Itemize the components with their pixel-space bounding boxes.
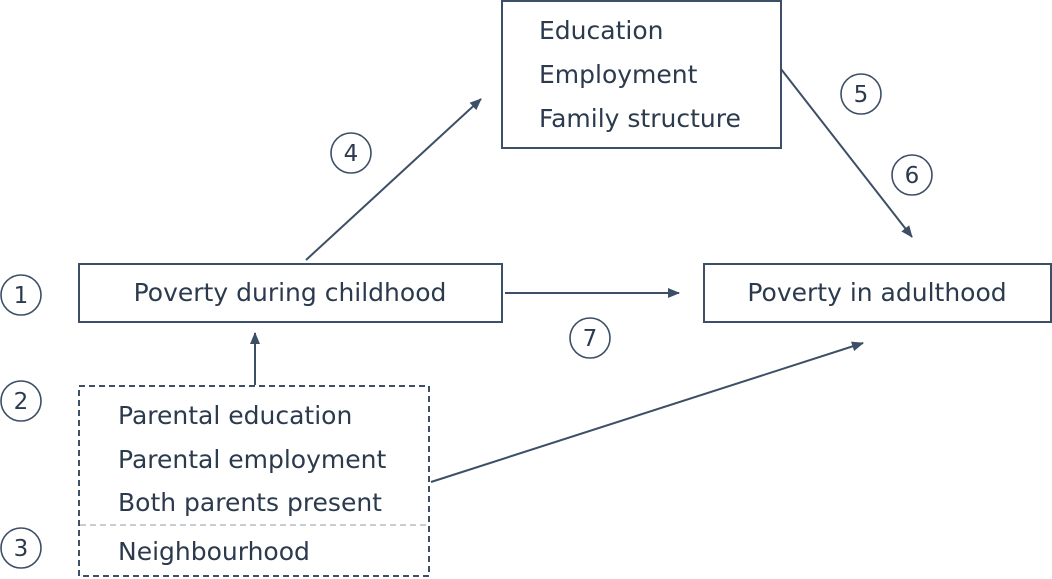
adult-poverty-box: Poverty in adulthood (703, 263, 1052, 323)
mediator-education: Education (539, 16, 663, 45)
arrows (250, 68, 913, 483)
svg-text:6: 6 (905, 163, 920, 189)
arrow-childhood-to-mediators (305, 98, 482, 261)
arrow-background-to-adulthood (430, 341, 864, 483)
svg-text:4: 4 (344, 141, 359, 167)
mediator-family-structure: Family structure (539, 104, 741, 133)
background-factors-box: Parental education Parental employment B… (78, 385, 430, 577)
background-parental-employment: Parental employment (118, 445, 386, 474)
background-parental-education: Parental education (118, 401, 352, 430)
marker-3: 3 (0, 527, 42, 569)
childhood-poverty-label: Poverty during childhood (134, 278, 447, 307)
arrow-mediators-to-adulthood (780, 68, 913, 238)
mediators-box: Education Employment Family structure (501, 0, 782, 149)
marker-4: 4 (330, 132, 372, 174)
childhood-poverty-box: Poverty during childhood (78, 263, 503, 323)
background-neighbourhood: Neighbourhood (118, 537, 310, 566)
svg-text:7: 7 (583, 326, 598, 352)
svg-text:1: 1 (14, 283, 29, 309)
marker-7: 7 (569, 317, 611, 359)
mediator-employment: Employment (539, 60, 698, 89)
marker-2: 2 (0, 380, 42, 422)
svg-text:5: 5 (854, 82, 869, 108)
svg-text:2: 2 (14, 389, 29, 415)
svg-text:3: 3 (14, 536, 29, 562)
marker-1: 1 (0, 274, 42, 316)
background-both-parents-present: Both parents present (118, 488, 382, 517)
marker-5: 5 (840, 73, 882, 115)
adult-poverty-label: Poverty in adulthood (747, 278, 1006, 307)
marker-6: 6 (891, 154, 933, 196)
